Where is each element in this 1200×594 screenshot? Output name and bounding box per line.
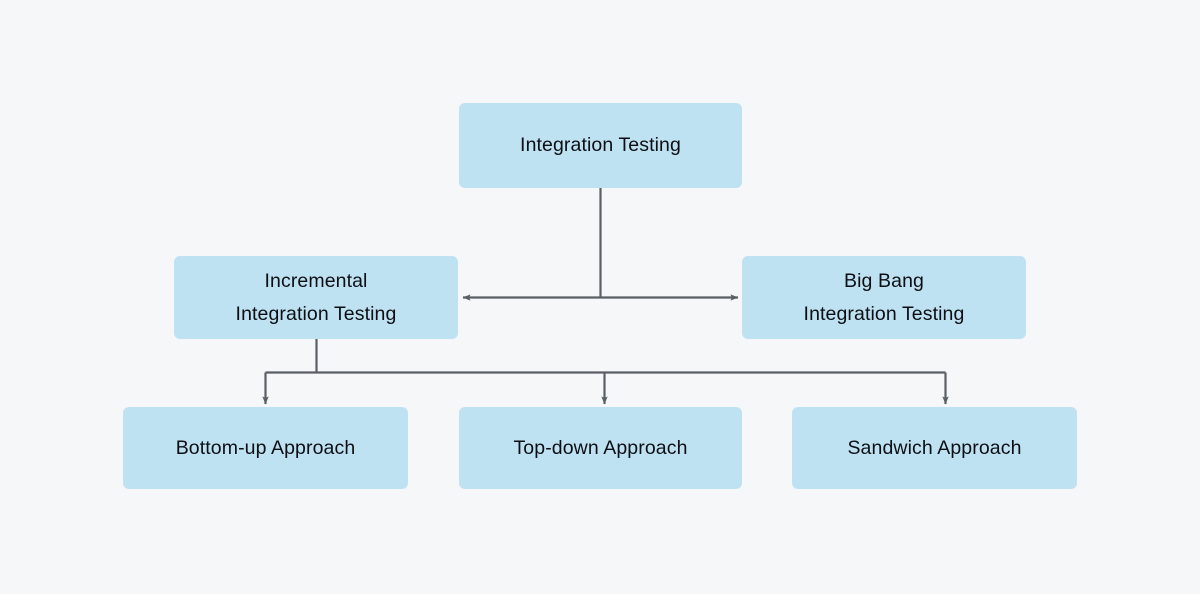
node-incremental-integration-testing[interactable]: Incremental Integration Testing	[174, 256, 458, 339]
node-label: Big Bang Integration Testing	[803, 270, 965, 325]
node-bottom-up-approach[interactable]: Bottom-up Approach	[123, 407, 408, 489]
node-label: Top-down Approach	[513, 436, 688, 459]
node-label: Incremental Integration Testing	[235, 270, 397, 325]
node-big-bang-integration-testing[interactable]: Big Bang Integration Testing	[742, 256, 1026, 339]
node-integration-testing[interactable]: Integration Testing	[459, 103, 742, 188]
node-label: Integration Testing	[520, 134, 681, 157]
node-sandwich-approach[interactable]: Sandwich Approach	[792, 407, 1077, 489]
node-label: Bottom-up Approach	[175, 436, 356, 459]
node-label: Sandwich Approach	[847, 436, 1022, 459]
node-top-down-approach[interactable]: Top-down Approach	[459, 407, 742, 489]
